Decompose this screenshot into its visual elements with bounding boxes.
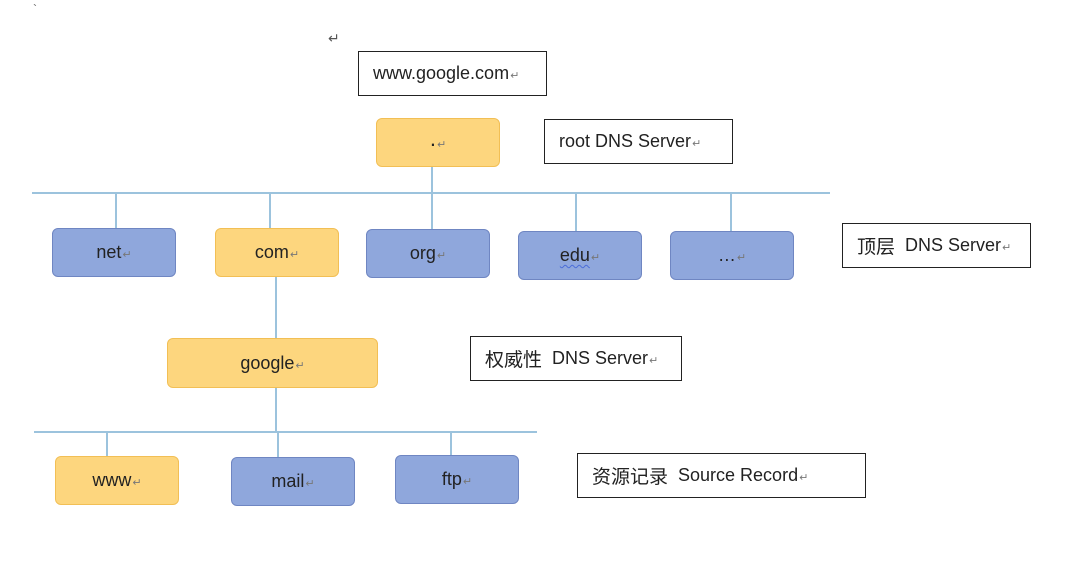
authoritative-label-cjk: 权威性: [485, 349, 543, 371]
paragraph-mark: ↵: [436, 139, 447, 151]
paragraph-mark: ↵: [692, 138, 702, 150]
authoritative-node-google: google↵: [167, 338, 378, 388]
tld-node-org-text: org: [409, 243, 436, 263]
paragraph-mark: ↵: [462, 476, 473, 488]
root-node: .↵: [376, 118, 500, 167]
tld-node-com-text: com: [254, 242, 289, 262]
paragraph-mark: ↵: [1002, 242, 1012, 254]
record-node-ftp-text: ftp: [441, 469, 462, 489]
tld-server-label-cjk: 顶层: [857, 236, 896, 258]
paragraph-mark: ↵: [799, 472, 809, 484]
tld-node-net-text: net: [96, 242, 122, 262]
record-node-www-text: www: [92, 470, 132, 490]
paragraph-mark: ↵: [289, 249, 300, 261]
authoritative-server-label: 权威性 DNS Server↵: [470, 336, 682, 381]
query-domain-label: www.google.com↵: [358, 51, 547, 96]
tld-node-edu: edu↵: [518, 231, 642, 280]
query-domain-text: www.google.com: [373, 63, 510, 83]
paragraph-mark: ↵: [295, 359, 305, 372]
paragraph-mark: ↵: [305, 478, 315, 490]
tld-node-com: com↵: [215, 228, 339, 277]
paragraph-mark: ↵: [590, 252, 601, 264]
tld-node-more: …↵: [670, 231, 794, 280]
tld-node-org: org↵: [366, 229, 490, 278]
authoritative-label-en: DNS Server: [552, 348, 649, 368]
records-label-en: Source Record: [678, 465, 799, 485]
record-node-www: www↵: [55, 456, 179, 505]
record-node-ftp: ftp↵: [395, 455, 519, 504]
paragraph-mark: ↵: [132, 477, 142, 489]
paragraph-mark: ↵: [436, 250, 447, 262]
root-server-label-text: root DNS Server: [559, 131, 692, 151]
tld-node-edu-text: edu: [559, 245, 590, 265]
tld-node-net: net↵: [52, 228, 176, 277]
paragraph-mark: ↵: [736, 252, 747, 264]
records-label-cjk: 资源记录: [592, 466, 669, 488]
paragraph-mark: ↵: [510, 70, 520, 82]
paragraph-mark: ↵: [122, 249, 132, 261]
tld-node-more-text: …: [717, 245, 736, 265]
record-node-mail-text: mail: [271, 471, 305, 491]
root-node-text: .: [429, 125, 436, 151]
paragraph-mark: ↵: [649, 355, 659, 367]
stray-tick-mark: `: [33, 2, 37, 16]
root-server-label: root DNS Server↵: [544, 119, 733, 164]
tld-server-label-en: DNS Server: [905, 235, 1002, 255]
tld-server-label: 顶层 DNS Server↵: [842, 223, 1031, 268]
authoritative-node-text: google: [240, 352, 295, 373]
records-label: 资源记录 Source Record↵: [577, 453, 866, 498]
record-node-mail: mail↵: [231, 457, 355, 506]
paragraph-mark: ↵: [328, 30, 340, 46]
